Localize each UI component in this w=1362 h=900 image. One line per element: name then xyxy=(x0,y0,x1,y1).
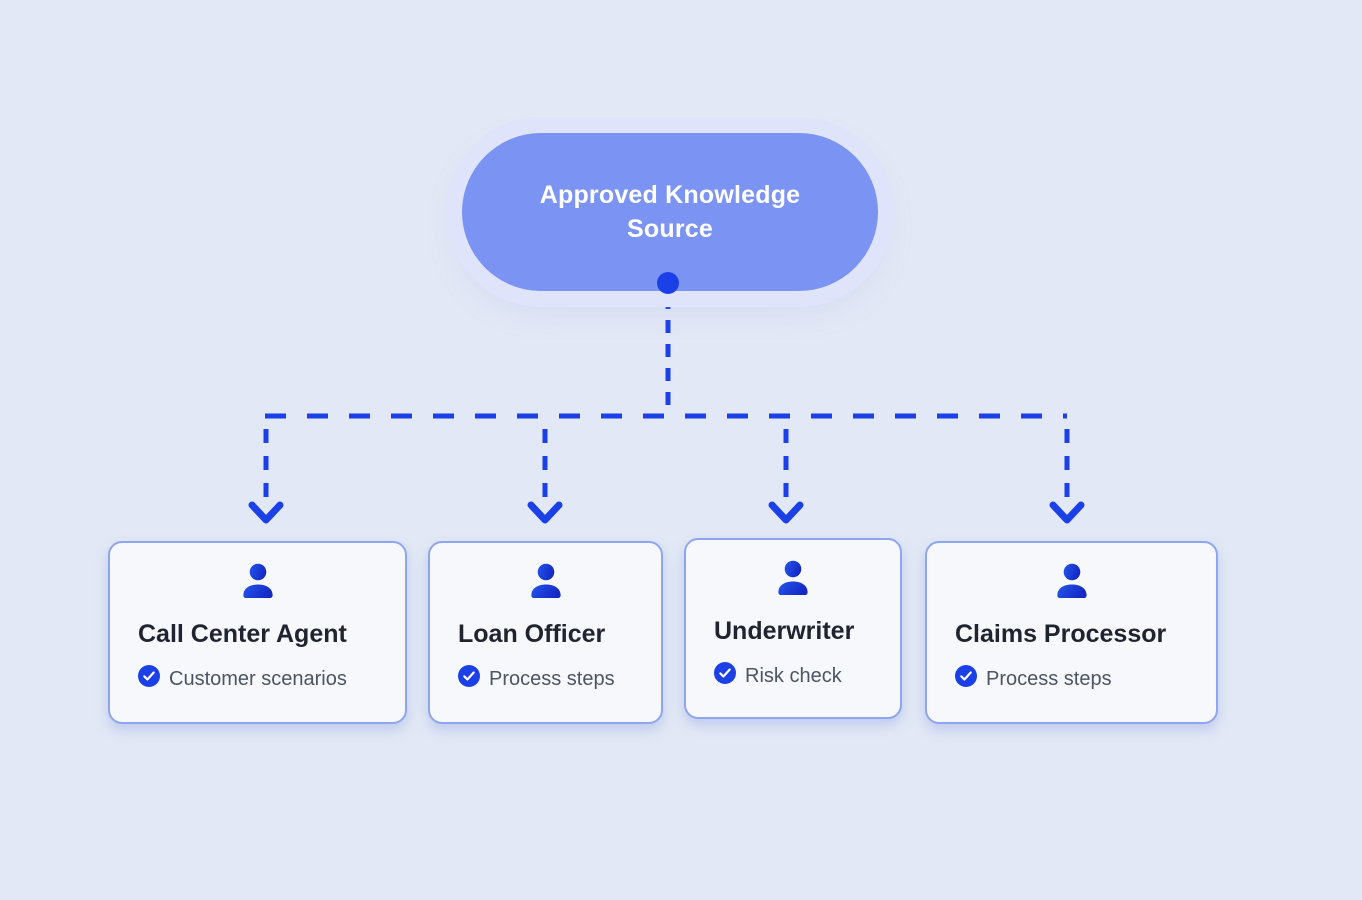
card-feature-label: Process steps xyxy=(986,667,1112,690)
check-badge-icon xyxy=(138,665,160,693)
person-icon xyxy=(775,560,811,601)
card-title: Loan Officer xyxy=(458,620,606,648)
person-icon xyxy=(528,563,564,604)
card-title: Claims Processor xyxy=(955,620,1167,648)
card-underwriter: Underwriter Risk check xyxy=(684,538,902,719)
arrow-down-icon xyxy=(768,501,804,524)
root-node-approved-knowledge-source: Approved Knowledge Source xyxy=(462,133,878,291)
check-badge-icon xyxy=(955,665,977,693)
root-connector-dot xyxy=(657,272,679,294)
arrow-down-icon xyxy=(527,501,563,524)
arrow-down-icon xyxy=(248,501,284,524)
card-loan-officer: Loan Officer Process steps xyxy=(428,541,663,724)
card-claims-processor: Claims Processor Process steps xyxy=(925,541,1218,724)
card-feature-label: Customer scenarios xyxy=(169,667,347,690)
check-badge-icon xyxy=(714,662,736,690)
card-feature-label: Process steps xyxy=(489,667,615,690)
card-feature-label: Risk check xyxy=(745,664,842,687)
arrow-down-icon xyxy=(1049,501,1085,524)
card-feature-row: Process steps xyxy=(458,665,615,693)
card-call-center-agent: Call Center Agent Customer scenarios xyxy=(108,541,407,724)
card-feature-row: Customer scenarios xyxy=(138,665,347,693)
card-title: Underwriter xyxy=(714,617,855,645)
card-feature-row: Process steps xyxy=(955,665,1112,693)
root-node-label: Approved Knowledge Source xyxy=(539,181,801,243)
card-title: Call Center Agent xyxy=(138,620,347,648)
person-icon xyxy=(1054,563,1090,604)
card-feature-row: Risk check xyxy=(714,662,842,690)
person-icon xyxy=(240,563,276,604)
check-badge-icon xyxy=(458,665,480,693)
